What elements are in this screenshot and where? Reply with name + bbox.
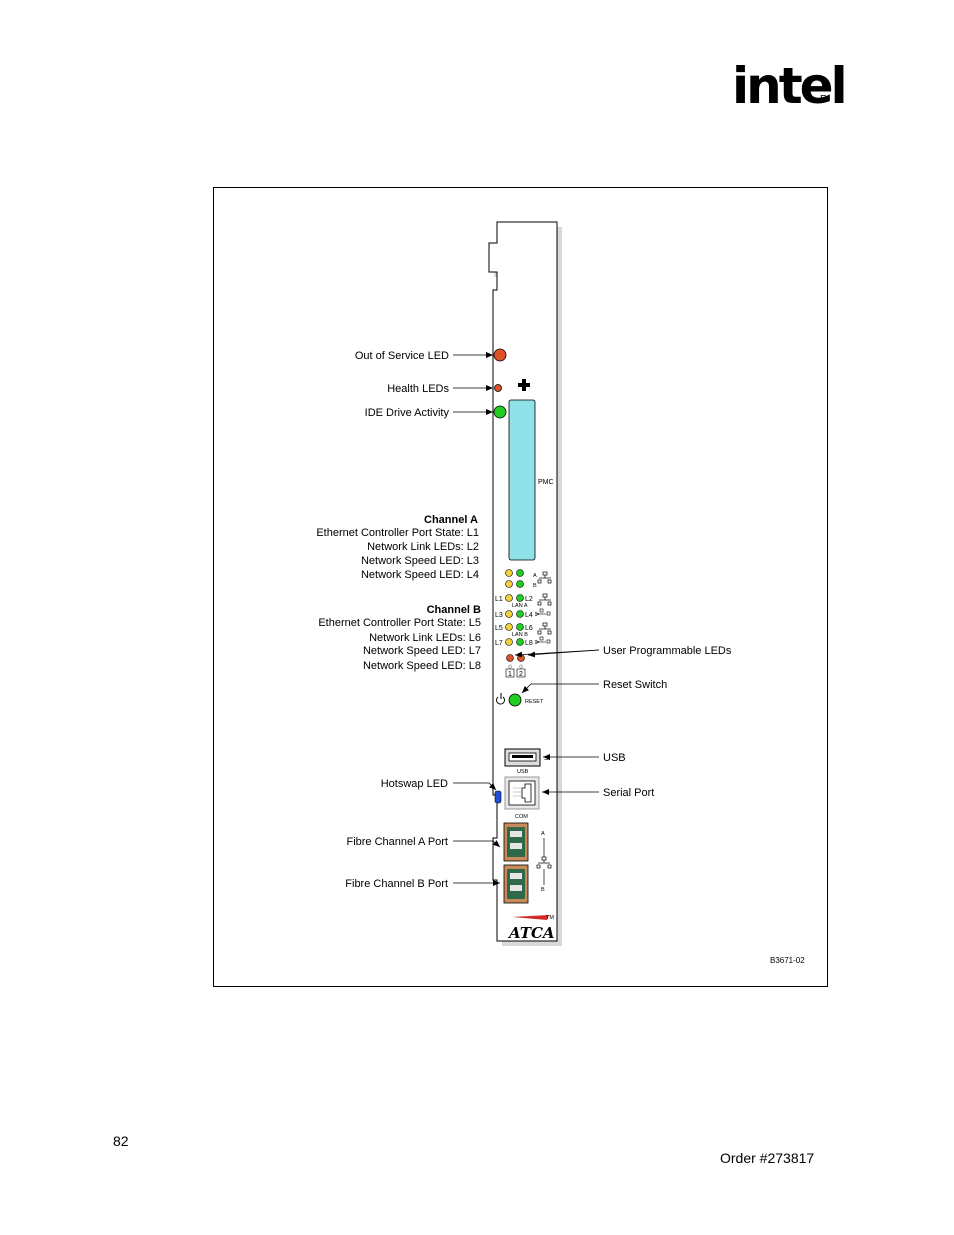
usb-symbol-icon: ⊸ [544,757,549,763]
led-label-l6: L6 [525,625,533,632]
network-icon [537,571,552,584]
user-led-2 [517,654,525,662]
link-speed-icon [534,636,551,645]
atca-tm: TM [546,915,554,921]
channel-b-line: Network Speed LED: L8 [363,660,481,672]
led-label-l7: L7 [495,640,503,647]
network-icon [537,593,552,606]
callout-reset: Reset Switch [603,679,667,691]
figure-id: B3671-02 [770,956,805,965]
led-label-l1: L1 [495,596,503,603]
callout-ide: IDE Drive Activity [365,407,450,419]
channel-b-line: Network Link LEDs: L6 [369,632,481,644]
callout-usb: USB [603,752,626,764]
reset-switch[interactable] [508,693,522,707]
port-b-letter: B [533,583,537,589]
channel-b-line: Network Speed LED: L7 [363,645,481,657]
callout-health: Health LEDs [387,383,449,395]
user-led-glyph: ◇ [508,664,513,670]
network-icon [536,838,552,885]
channel-a-title: Channel A [424,514,478,526]
callout-user-leds: User Programmable LEDs [603,645,732,657]
led-label-l5: L5 [495,625,503,632]
intel-logo-text: intel [732,57,848,115]
callout-hotswap: Hotswap LED [381,778,448,790]
callout-fc-b: Fibre Channel B Port [345,878,448,890]
fibre-channel-b-port[interactable] [503,864,529,904]
led-label-l3: L3 [495,612,503,619]
atca-logo: ATCA TM [507,915,555,942]
pmc-label: PMC [538,479,554,486]
power-icon [496,693,505,705]
channel-a-line: Network Speed LED: L4 [361,569,479,581]
intel-logo: intel R [732,56,848,120]
hotswap-led [494,790,502,804]
channel-b-title: Channel B [427,604,481,616]
user-led-1-label: 1 [508,671,512,678]
callout-serial: Serial Port [603,787,654,799]
channel-a-line: Network Link LEDs: L2 [367,541,479,553]
led-label-l2: L2 [525,596,533,603]
reset-label: RESET [525,699,544,705]
link-speed-icon [534,608,551,617]
led-label-l8: L8 [525,640,533,647]
plus-icon [518,379,530,391]
fibre-channel-a-port[interactable] [503,822,529,862]
callout-fc-a: Fibre Channel A Port [346,836,448,848]
out-of-service-led [493,348,507,362]
health-led [494,384,502,392]
port-a-letter: A [533,573,537,579]
network-icon [537,622,552,635]
led-label-l4: L4 [525,612,533,619]
page-number: 82 [113,1133,129,1149]
atca-logo-text: ATCA [507,924,555,942]
lan-a-label: LAN A [512,603,528,609]
channel-a-line: Ethernet Controller Port State: L1 [316,527,479,539]
ide-activity-led [493,405,507,419]
usb-label: USB [517,769,529,775]
com-label: COM [515,814,528,820]
user-led-glyph: ◇ [519,664,524,670]
order-number: Order #273817 [720,1150,815,1166]
user-led-2-label: 2 [519,671,523,678]
pmc-slot [508,399,536,561]
figure-frame [213,187,828,987]
channel-b-line: Ethernet Controller Port State: L5 [318,617,481,629]
network-led-cluster: A B L1 L2 LAN A L3 L4 L5 L6 LAN B [495,569,552,647]
channel-a-line: Network Speed LED: L3 [361,555,479,567]
fc-a-letter: A [541,831,545,837]
fc-b-letter: B [541,887,545,893]
callout-out-of-service: Out of Service LED [355,350,449,362]
registered-mark: R [820,94,828,105]
usb-port[interactable] [504,748,541,767]
front-panel-diagram: PMC A B L1 L2 LAN A L3 L4 L5 L6 [316,221,805,965]
serial-port[interactable] [504,776,540,810]
user-led-1 [506,654,514,662]
lan-b-label: LAN B [512,632,528,638]
